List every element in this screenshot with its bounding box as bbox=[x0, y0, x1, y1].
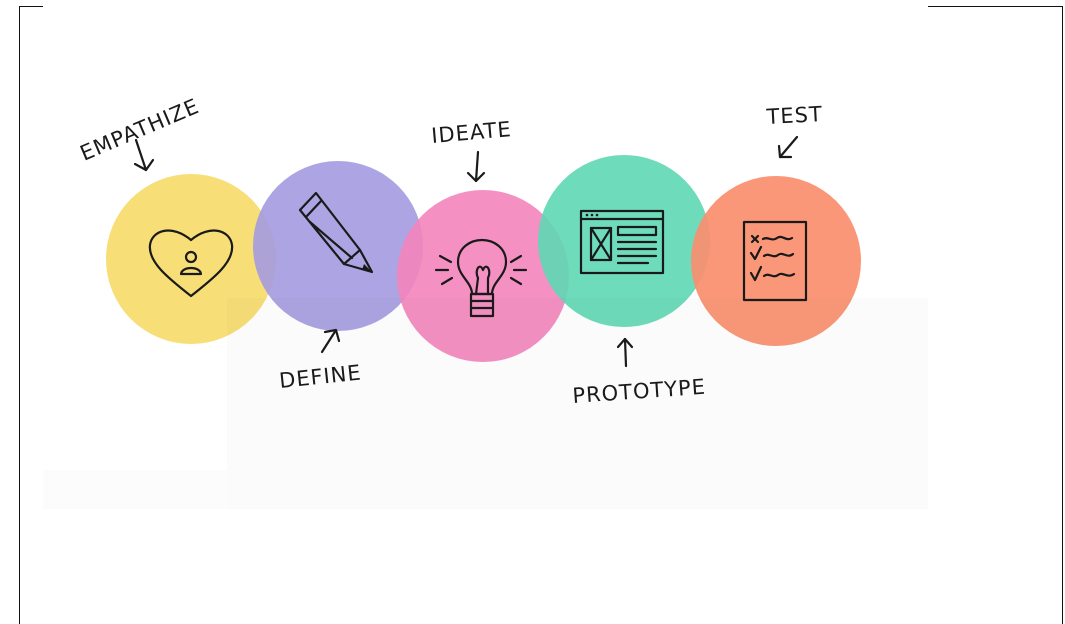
frame-border-left bbox=[19, 6, 20, 624]
image-background-shade-left bbox=[43, 470, 227, 509]
prototype-arrow bbox=[616, 337, 634, 368]
frame-border-top-left bbox=[19, 6, 43, 7]
heart-user-icon bbox=[148, 229, 234, 298]
define-label: DEFINE bbox=[278, 360, 363, 393]
ideate-circle bbox=[397, 190, 569, 362]
wireframe-icon bbox=[579, 209, 665, 275]
pencil-icon bbox=[298, 191, 374, 274]
frame-border-top-right bbox=[928, 6, 1063, 7]
empathize-label: EMPATHIZE bbox=[77, 94, 203, 166]
test-label: TEST bbox=[765, 102, 823, 129]
frame-border-right bbox=[1062, 6, 1063, 624]
define-arrow bbox=[320, 328, 341, 354]
empathize-arrow bbox=[133, 138, 155, 172]
ideate-arrow bbox=[466, 150, 486, 183]
prototype-label: PROTOTYPE bbox=[572, 375, 707, 408]
empathize-circle bbox=[106, 174, 276, 344]
ideate-label: IDEATE bbox=[430, 117, 512, 148]
checklist-icon bbox=[742, 220, 808, 302]
test-circle bbox=[691, 176, 861, 346]
lightbulb-icon bbox=[434, 238, 528, 318]
test-arrow bbox=[777, 135, 799, 159]
